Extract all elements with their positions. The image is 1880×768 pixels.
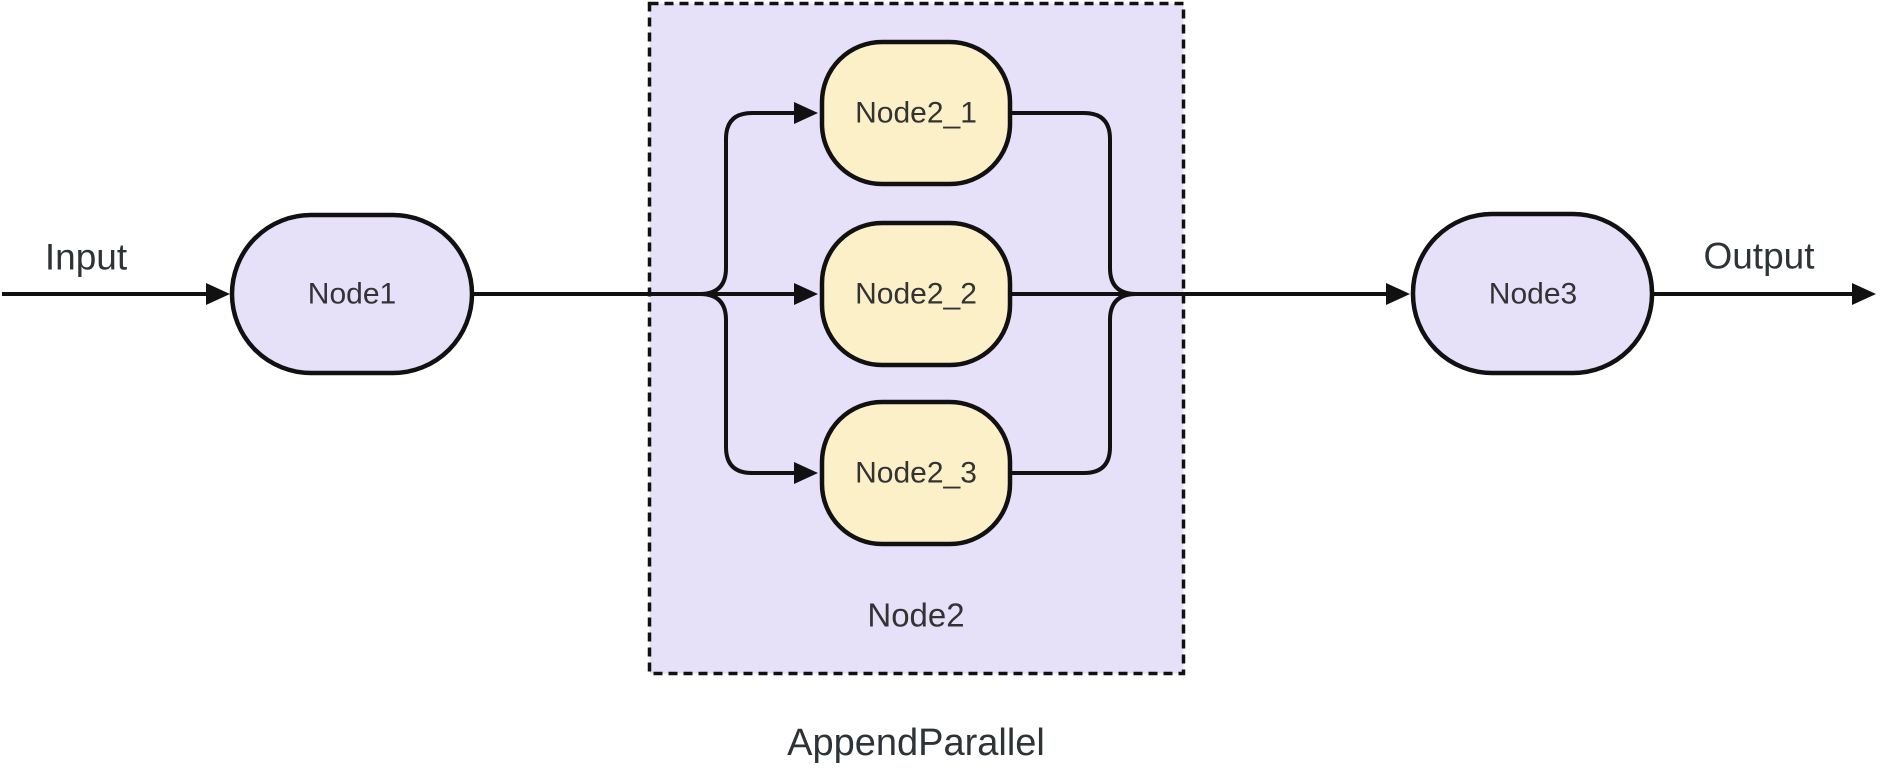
node-node2_3-label: Node2_3 — [855, 457, 977, 490]
edge-node1-to-node2_3 — [699, 292, 796, 475]
arrowhead — [1386, 283, 1410, 305]
node-node2_3: Node2_3 — [819, 399, 1013, 547]
node-node3-label: Node3 — [1489, 278, 1577, 311]
cluster-node2-label: Node2 — [867, 597, 964, 634]
node-node2_2-shape — [819, 220, 1013, 368]
arrowhead — [794, 283, 818, 305]
node-node2_1-label: Node2_1 — [855, 97, 977, 130]
node-node3: Node3 — [1410, 211, 1655, 376]
node-node2_3-shape — [819, 399, 1013, 547]
arrowhead — [794, 462, 818, 484]
output-label: Output — [1703, 236, 1815, 277]
edge-node2_1-merge — [1012, 111, 1137, 296]
diagram-caption: AppendParallel — [787, 722, 1045, 764]
node-node1: Node1 — [229, 212, 475, 376]
arrowhead — [1852, 283, 1876, 305]
node-node2_2: Node2_2 — [819, 220, 1013, 368]
arrowhead — [794, 102, 818, 124]
edge-node2_3-merge — [1012, 292, 1137, 475]
node-node1-shape — [229, 212, 475, 376]
node-node2_2-label: Node2_2 — [855, 278, 977, 311]
edge-node1-to-node2_1 — [699, 111, 796, 296]
node-node3-shape — [1410, 211, 1655, 376]
node-node1-label: Node1 — [308, 278, 396, 311]
edges — [2, 102, 1876, 484]
input-label: Input — [45, 237, 128, 278]
node-node2_1-shape — [819, 39, 1013, 187]
arrowhead — [206, 283, 230, 305]
node-node2_1: Node2_1 — [819, 39, 1013, 187]
